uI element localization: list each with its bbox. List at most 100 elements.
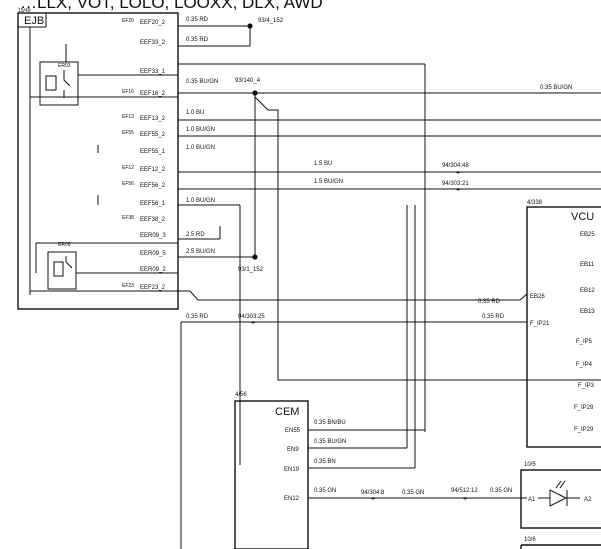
wire-label: 0.35 BU/GN <box>540 85 572 91</box>
wire-label: 0.35 RD <box>478 299 501 305</box>
splice-dot <box>252 254 258 260</box>
connector-mark: + <box>456 187 460 194</box>
cem-pin-label: EN19 <box>284 467 300 473</box>
vcu-box <box>526 206 601 448</box>
fuse-tag: EF55 <box>122 130 134 136</box>
connector-mark: + <box>456 170 460 177</box>
wire-label: 1.0 BU/GN <box>186 145 215 151</box>
connector-label: 94/304:8 <box>361 490 385 496</box>
fuse-tag: EF20 <box>122 18 134 24</box>
wire-label: 0.35 BU/GN <box>186 79 218 85</box>
relay-switch <box>63 70 71 98</box>
wire-label: 1.5 BU/GN <box>314 179 343 185</box>
ejb-name: EJB <box>24 15 44 27</box>
ejb-pin-label: EEF33_1 <box>140 69 166 75</box>
cem-pin-label: EN9 <box>287 447 299 453</box>
wire-label: 1.0 BU <box>186 110 204 116</box>
wire-label: 0.35 RD <box>482 314 505 320</box>
wire-label: 1.5 BU <box>314 161 332 167</box>
cem-box <box>234 400 309 549</box>
ejb-pin-label: EER09_5 <box>140 251 166 257</box>
vcu-pin-label: EB12 <box>580 288 595 294</box>
relay-er03 <box>39 61 79 106</box>
ejb-ref: 15/49 <box>18 8 31 14</box>
fuse-tag: EF12 <box>122 165 134 171</box>
vcu-pin-label: EB11 <box>580 262 595 268</box>
wire-label: 0.35 BU/GN <box>314 439 346 445</box>
connector-mark: + <box>251 320 255 327</box>
splice-dot <box>247 23 253 29</box>
ejb-pin-label: EEF33_2 <box>140 40 166 46</box>
vcu-pin-label: F_IP21 <box>530 321 550 327</box>
ejb-pin-label: EER09_3 <box>140 233 166 239</box>
ejb-pin-label: EEF56_2 <box>140 183 166 189</box>
fuse-tag: EF13 <box>122 114 134 120</box>
connector-label: 94/304:48 <box>442 163 469 169</box>
vcu-pin-label: EB26 <box>530 294 545 300</box>
wire-label: 0.35 GN <box>402 490 424 496</box>
bottom-ref: 10/6 <box>524 537 536 543</box>
connector-label: 94/303:21 <box>442 181 469 187</box>
cem-ref: 4/56 <box>235 392 247 398</box>
ejb-pin-label: EEF20_2 <box>140 20 166 26</box>
vcu-pin-label: EB25 <box>580 232 595 238</box>
led-diode-icon <box>549 489 568 507</box>
connector-mark: + <box>371 496 375 503</box>
ejb-pin-label: EER09_2 <box>140 267 166 273</box>
vcu-name: VCU <box>571 211 594 223</box>
connector-label: 94/512:12 <box>451 488 478 494</box>
splice-label: 93/140_4 <box>235 78 261 84</box>
wire-label: 0.35 GN <box>314 488 336 494</box>
connector-mark: + <box>463 496 467 503</box>
ejb-pin-label: EEF55_1 <box>140 149 166 155</box>
vcu-pin-label: F_IP28 <box>574 405 594 411</box>
splice-label: 93/4_152 <box>258 18 284 24</box>
cem-pin-label: EN55 <box>285 428 301 434</box>
ejb-pin-label: EEF38_2 <box>140 217 166 223</box>
vcu-pin-label: F_IP3 <box>578 383 595 389</box>
wire-label: 1.0 BU/GN <box>186 127 215 133</box>
wire-label: 2.5 BU/GN <box>186 249 215 255</box>
wire <box>178 290 528 301</box>
wire-label: 0.35 RD <box>186 17 209 23</box>
relay-coil <box>53 261 64 277</box>
wire-label: 0.35 GN <box>490 488 512 494</box>
wire-label: 0.35 BN/BU <box>314 420 346 426</box>
diode-ref: 10/5 <box>524 462 536 468</box>
fuse-tag: EF38 <box>122 215 134 221</box>
relay-tag: ER03 <box>58 63 71 69</box>
relay-tag: ER09 <box>58 242 71 248</box>
splice-label: 93/1_152 <box>238 267 264 273</box>
wire-label: 2.5 RD <box>186 232 205 238</box>
wire <box>254 96 601 381</box>
ejb-pin-label: EEF23_2 <box>140 285 166 291</box>
relay-er09 <box>47 251 77 290</box>
wire-label: 0.35 RD <box>186 37 209 43</box>
relay-coil <box>45 75 57 91</box>
fuse-tag: EF23 <box>122 283 134 289</box>
header-title: …LLX, VOT, LOLO, LOOXX, DLX, AWD <box>20 0 323 12</box>
wire-label: 0.35 BN <box>314 459 336 465</box>
vcu-pin-label: F_IP29 <box>574 427 594 433</box>
diode-box <box>520 469 601 529</box>
cem-name: CEM <box>275 406 299 418</box>
vcu-pin-label: F_IP4 <box>576 362 593 368</box>
fuse-tag: EF16 <box>122 89 134 95</box>
fuse-tag: EF56 <box>122 181 134 187</box>
relay-switch <box>65 256 73 269</box>
diode-pin: A1 <box>528 497 536 503</box>
ejb-box <box>17 12 179 310</box>
ejb-pin-label: EEF56_1 <box>140 201 166 207</box>
connector-label: 94/303:25 <box>238 314 265 320</box>
vcu-pin-label: F_IP5 <box>576 339 593 345</box>
vcu-ref: 4/338 <box>527 200 543 206</box>
light-emit-icon <box>555 480 566 489</box>
vcu-pin-label: EB13 <box>580 309 595 315</box>
ejb-pin-label: EEF16_2 <box>140 91 166 97</box>
wire-label: 1.0 BU/GN <box>186 198 215 204</box>
ejb-pin-label: EEF12_2 <box>140 167 166 173</box>
diode-pin: A2 <box>584 497 592 503</box>
wire-label: 0.35 RD <box>186 314 209 320</box>
ejb-pin-label: EEF55_2 <box>140 132 166 138</box>
